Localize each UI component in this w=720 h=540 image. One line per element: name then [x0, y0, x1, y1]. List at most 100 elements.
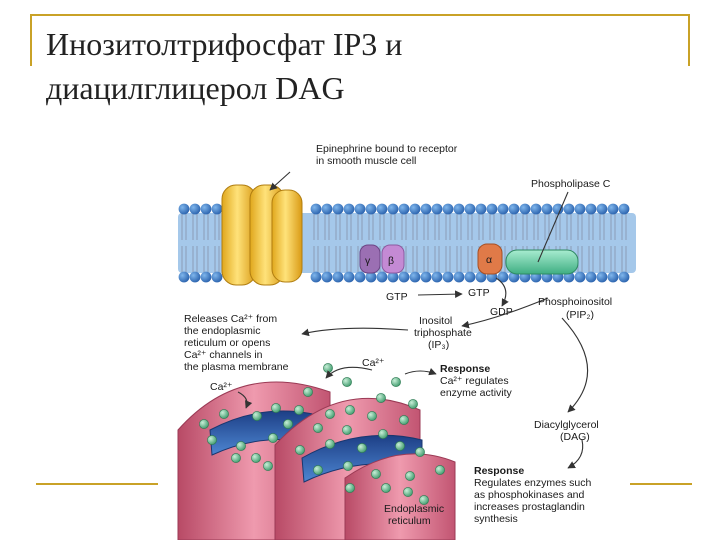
- lipid-head: [376, 271, 388, 283]
- calcium-ion: [343, 461, 353, 471]
- slide-title-line-2: диацилглицерол DAG: [46, 70, 345, 106]
- phospholipase-c-enzyme: [505, 249, 579, 275]
- calcium-ion: [403, 487, 413, 497]
- calcium-ion: [313, 465, 323, 475]
- lipid-head: [607, 203, 619, 215]
- lipid-head: [211, 271, 223, 283]
- lipid-head: [420, 271, 432, 283]
- er-label-line-2: reticulum: [388, 515, 431, 527]
- lipid-head: [563, 203, 575, 215]
- dag-label-line-2: (DAG): [560, 431, 590, 443]
- lipid-head: [574, 271, 586, 283]
- diagram-labels: Epinephrine bound to receptor in smooth …: [184, 143, 612, 527]
- lipid-head: [453, 271, 465, 283]
- lipid-head: [365, 203, 377, 215]
- lipid-head: [541, 203, 553, 215]
- calcium-ion: [371, 469, 381, 479]
- lipid-head: [365, 271, 377, 283]
- g-protein-beta: [381, 244, 405, 274]
- ca-left-label: Ca²⁺: [210, 381, 232, 393]
- title-frame-top-border: [30, 14, 690, 16]
- lipid-head: [332, 271, 344, 283]
- lipid-head: [343, 271, 355, 283]
- inositol-label-line-1: Inositol: [419, 315, 452, 327]
- releases-label-line-3: reticulum or opens: [184, 337, 270, 349]
- lipid-head: [519, 203, 531, 215]
- calcium-ion: [199, 419, 209, 429]
- lipid-head: [387, 271, 399, 283]
- ca-release-arrow: [325, 366, 373, 379]
- er-label-line-1: Endoplasmic: [384, 503, 444, 515]
- calcium-ion: [345, 405, 355, 415]
- ca-top-label: Ca²⁺: [362, 357, 384, 369]
- dag-label-line-1: Diacylglycerol: [534, 419, 599, 431]
- slide-title: Инозитолтрифосфат IP3 и диацилглицерол D…: [46, 22, 402, 110]
- lipid-head: [332, 203, 344, 215]
- beta-label: β: [388, 255, 394, 267]
- lipid-head: [596, 203, 608, 215]
- inositol-label-line-3: (IP₃): [428, 339, 449, 351]
- lipid-head: [475, 271, 487, 283]
- ip3-to-release-arrow: [301, 327, 409, 337]
- epinephrine-label-line-1: Epinephrine bound to receptor: [316, 143, 458, 155]
- inositol-label-line-2: triphosphate: [414, 327, 472, 339]
- lipid-head: [464, 271, 476, 283]
- lipid-head: [607, 271, 619, 283]
- lipid-head: [354, 203, 366, 215]
- lipid-head: [431, 203, 443, 215]
- calcium-ion: [399, 415, 409, 425]
- lipid-head: [420, 203, 432, 215]
- alpha-label: α: [486, 254, 492, 266]
- response-1-heading: Response: [440, 363, 490, 375]
- phospholipase-pointer: [537, 191, 569, 263]
- lipid-head: [321, 203, 333, 215]
- g-protein-alpha: [477, 243, 503, 275]
- response-2-line-2: Regulates enzymes such: [474, 477, 591, 489]
- epinephrine-pointer: [269, 171, 291, 191]
- lipid-head: [409, 271, 421, 283]
- ca-channel-arrow: [237, 391, 253, 409]
- epinephrine-label-line-2: in smooth muscle cell: [316, 155, 416, 167]
- releases-label-line-1: Releases Ca²⁺ from: [184, 313, 277, 325]
- lipid-head: [530, 203, 542, 215]
- title-frame-left-border: [30, 14, 32, 66]
- g-protein: γ β α: [359, 243, 503, 275]
- calcium-ion: [391, 377, 401, 387]
- lipid-head: [585, 271, 597, 283]
- lipid-head: [552, 203, 564, 215]
- calcium-ion: [325, 439, 335, 449]
- calcium-ion: [376, 393, 386, 403]
- calcium-ion: [251, 453, 261, 463]
- lipid-head: [321, 271, 333, 283]
- lipid-head: [596, 271, 608, 283]
- calcium-ion: [252, 411, 262, 421]
- calcium-ion: [219, 409, 229, 419]
- lipid-head: [398, 271, 410, 283]
- phosphoinositol-label: Phosphoinositol: [538, 296, 612, 308]
- lipid-head: [585, 203, 597, 215]
- lipid-head: [310, 271, 322, 283]
- lipid-head: [497, 271, 509, 283]
- lipid-head: [574, 203, 586, 215]
- lipid-head: [475, 203, 487, 215]
- lipid-head: [178, 271, 190, 283]
- phospholipase-label: Phospholipase C: [531, 178, 611, 190]
- response-2-line-5: synthesis: [474, 513, 518, 525]
- lipid-head: [343, 203, 355, 215]
- ca-response-arrow: [404, 367, 437, 376]
- lipid-heads-inner: [178, 271, 630, 283]
- gdp-label: GDP: [490, 306, 513, 318]
- calcium-ion: [342, 377, 352, 387]
- lipid-head: [178, 203, 190, 215]
- lipid-head: [409, 203, 421, 215]
- lipid-head: [387, 203, 399, 215]
- calcium-ion: [207, 435, 217, 445]
- calcium-ion: [342, 425, 352, 435]
- calcium-ion: [435, 465, 445, 475]
- lipid-head: [508, 203, 520, 215]
- pip2-to-dag-arrow: [561, 317, 589, 413]
- lipid-head: [211, 203, 223, 215]
- lipid-head: [618, 271, 630, 283]
- calcium-ion: [231, 453, 241, 463]
